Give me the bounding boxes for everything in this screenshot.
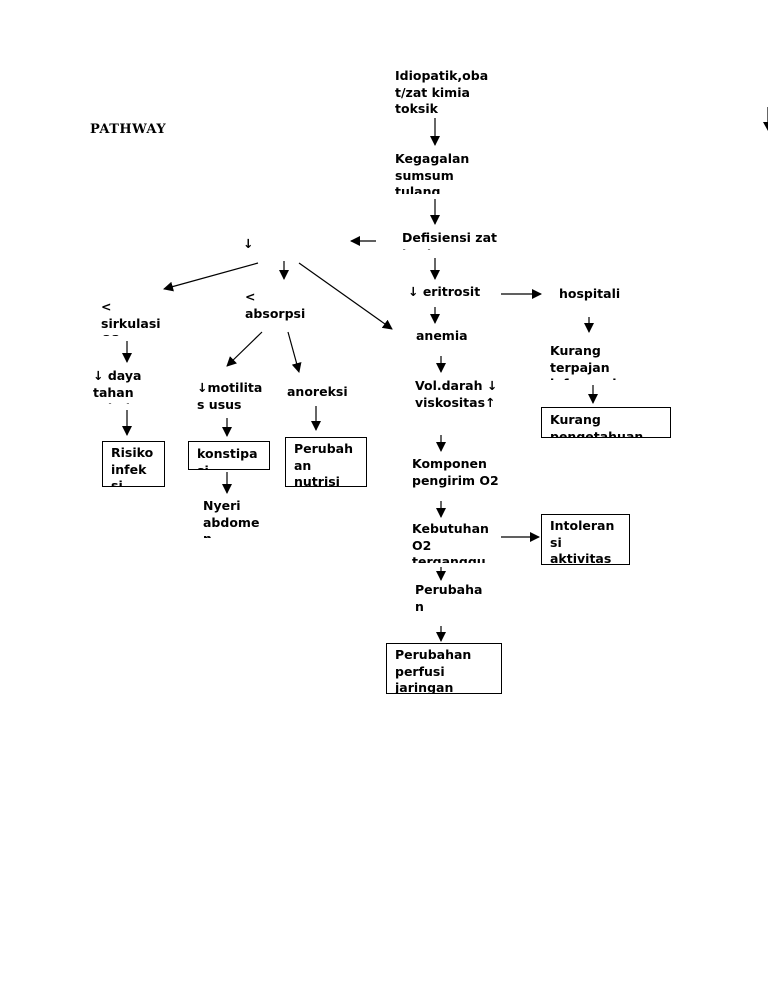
node-perubahan: Perubaha n	[415, 582, 483, 614]
node-konstipasi: konstipa si	[188, 441, 270, 470]
node-defisiensi: Defisiensi zat besi	[402, 230, 497, 250]
node-kegagalan-sumsum: Kegagalan sumsum tulang	[395, 151, 470, 194]
page-title: PATHWAY	[90, 122, 167, 137]
node-kurang-terpajan: Kurang terpajan informasi	[550, 343, 617, 380]
node-daya-tahan: ↓ daya tahan tubuh	[93, 368, 142, 404]
node-vol-darah: Vol.darah ↓ viskositas↑	[415, 378, 498, 410]
node-down-absorpsi: ↓ ...	[243, 236, 257, 258]
node-perubahan-nutrisi: Perubah an nutrisi	[285, 437, 367, 487]
node-idiopatik: Idiopatik,oba t/zat kimia toksik	[395, 68, 489, 113]
node-anemia: anemia	[416, 328, 468, 343]
node-motilitas: ↓motilita s usus	[197, 380, 263, 412]
node-intoleransi: Intoleran si aktivitas	[541, 514, 630, 565]
node-hospitalisasi: hospitali sasi	[559, 286, 621, 305]
arrow-absorpsi-anemia	[298, 262, 393, 330]
node-kurang-pengetahuan: Kurang pengetahuan	[541, 407, 671, 438]
node-perubahan-perfusi: Perubahan perfusi jaringan	[386, 643, 502, 694]
node-anoreksi: anoreksi	[287, 384, 348, 399]
node-risiko-infeksi: Risiko infek si	[102, 441, 165, 487]
node-sirkulasi: < sirkulasi O2	[101, 299, 161, 336]
arrow-absorpsi-sirkulasi	[163, 262, 259, 292]
node-nyeri-abdomen: Nyeri abdome n	[203, 498, 260, 538]
node-eritrosit: ↓ eritrosit	[408, 284, 481, 299]
node-komponen: Komponen pengirim O2	[412, 456, 499, 488]
node-absorpsi: < absorpsi	[245, 289, 306, 321]
arrow-absorpsi-anoreksi	[287, 331, 302, 373]
arrow-offpage-head	[763, 122, 768, 131]
node-kebutuhan-o2: Kebutuhan O2 terganggu	[412, 521, 489, 563]
arrow-absorpsi-motilitas	[226, 331, 263, 367]
